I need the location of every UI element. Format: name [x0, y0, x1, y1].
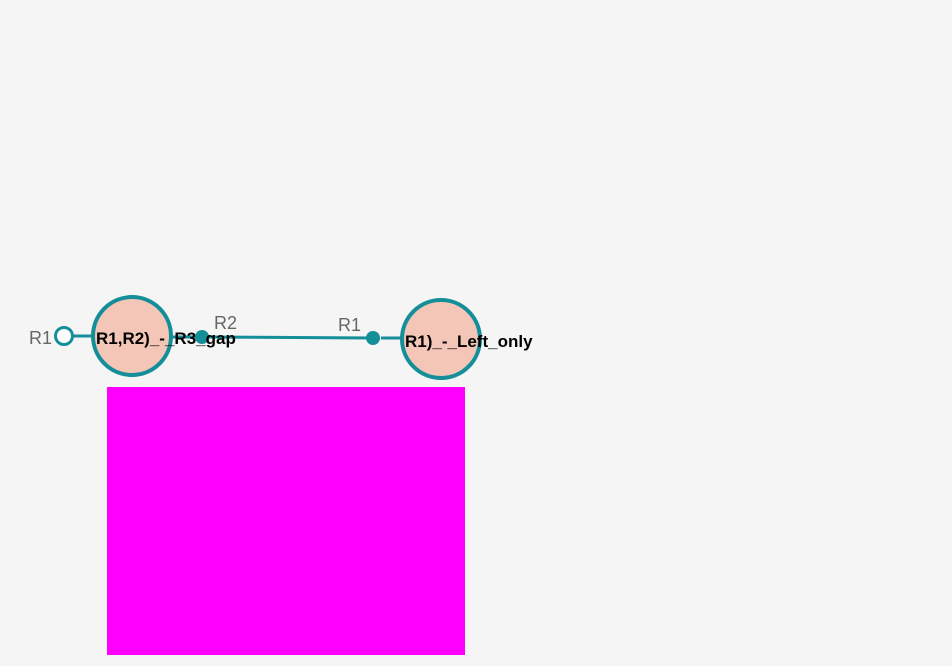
node-1-circle[interactable] [91, 295, 173, 377]
node-1-label: R1,R2)_-_R3_gap [96, 329, 236, 348]
node-1[interactable] [91, 295, 173, 377]
node-2-circle[interactable] [400, 298, 482, 380]
edge-r2-to-r1 [201, 335, 373, 340]
port-label-r1-left: R1 [29, 328, 52, 348]
node-2[interactable] [400, 298, 482, 380]
port-label-r1-left-2: R1 [338, 315, 361, 335]
port-r2-right[interactable] [195, 330, 209, 344]
port-r1-left-2[interactable] [366, 331, 380, 345]
highlight-overlay-rect [107, 387, 465, 655]
port-label-r2-right: R2 [214, 313, 237, 333]
node-2-label: R1)_-_Left_only [405, 332, 533, 351]
port-r1-left[interactable] [54, 326, 74, 346]
